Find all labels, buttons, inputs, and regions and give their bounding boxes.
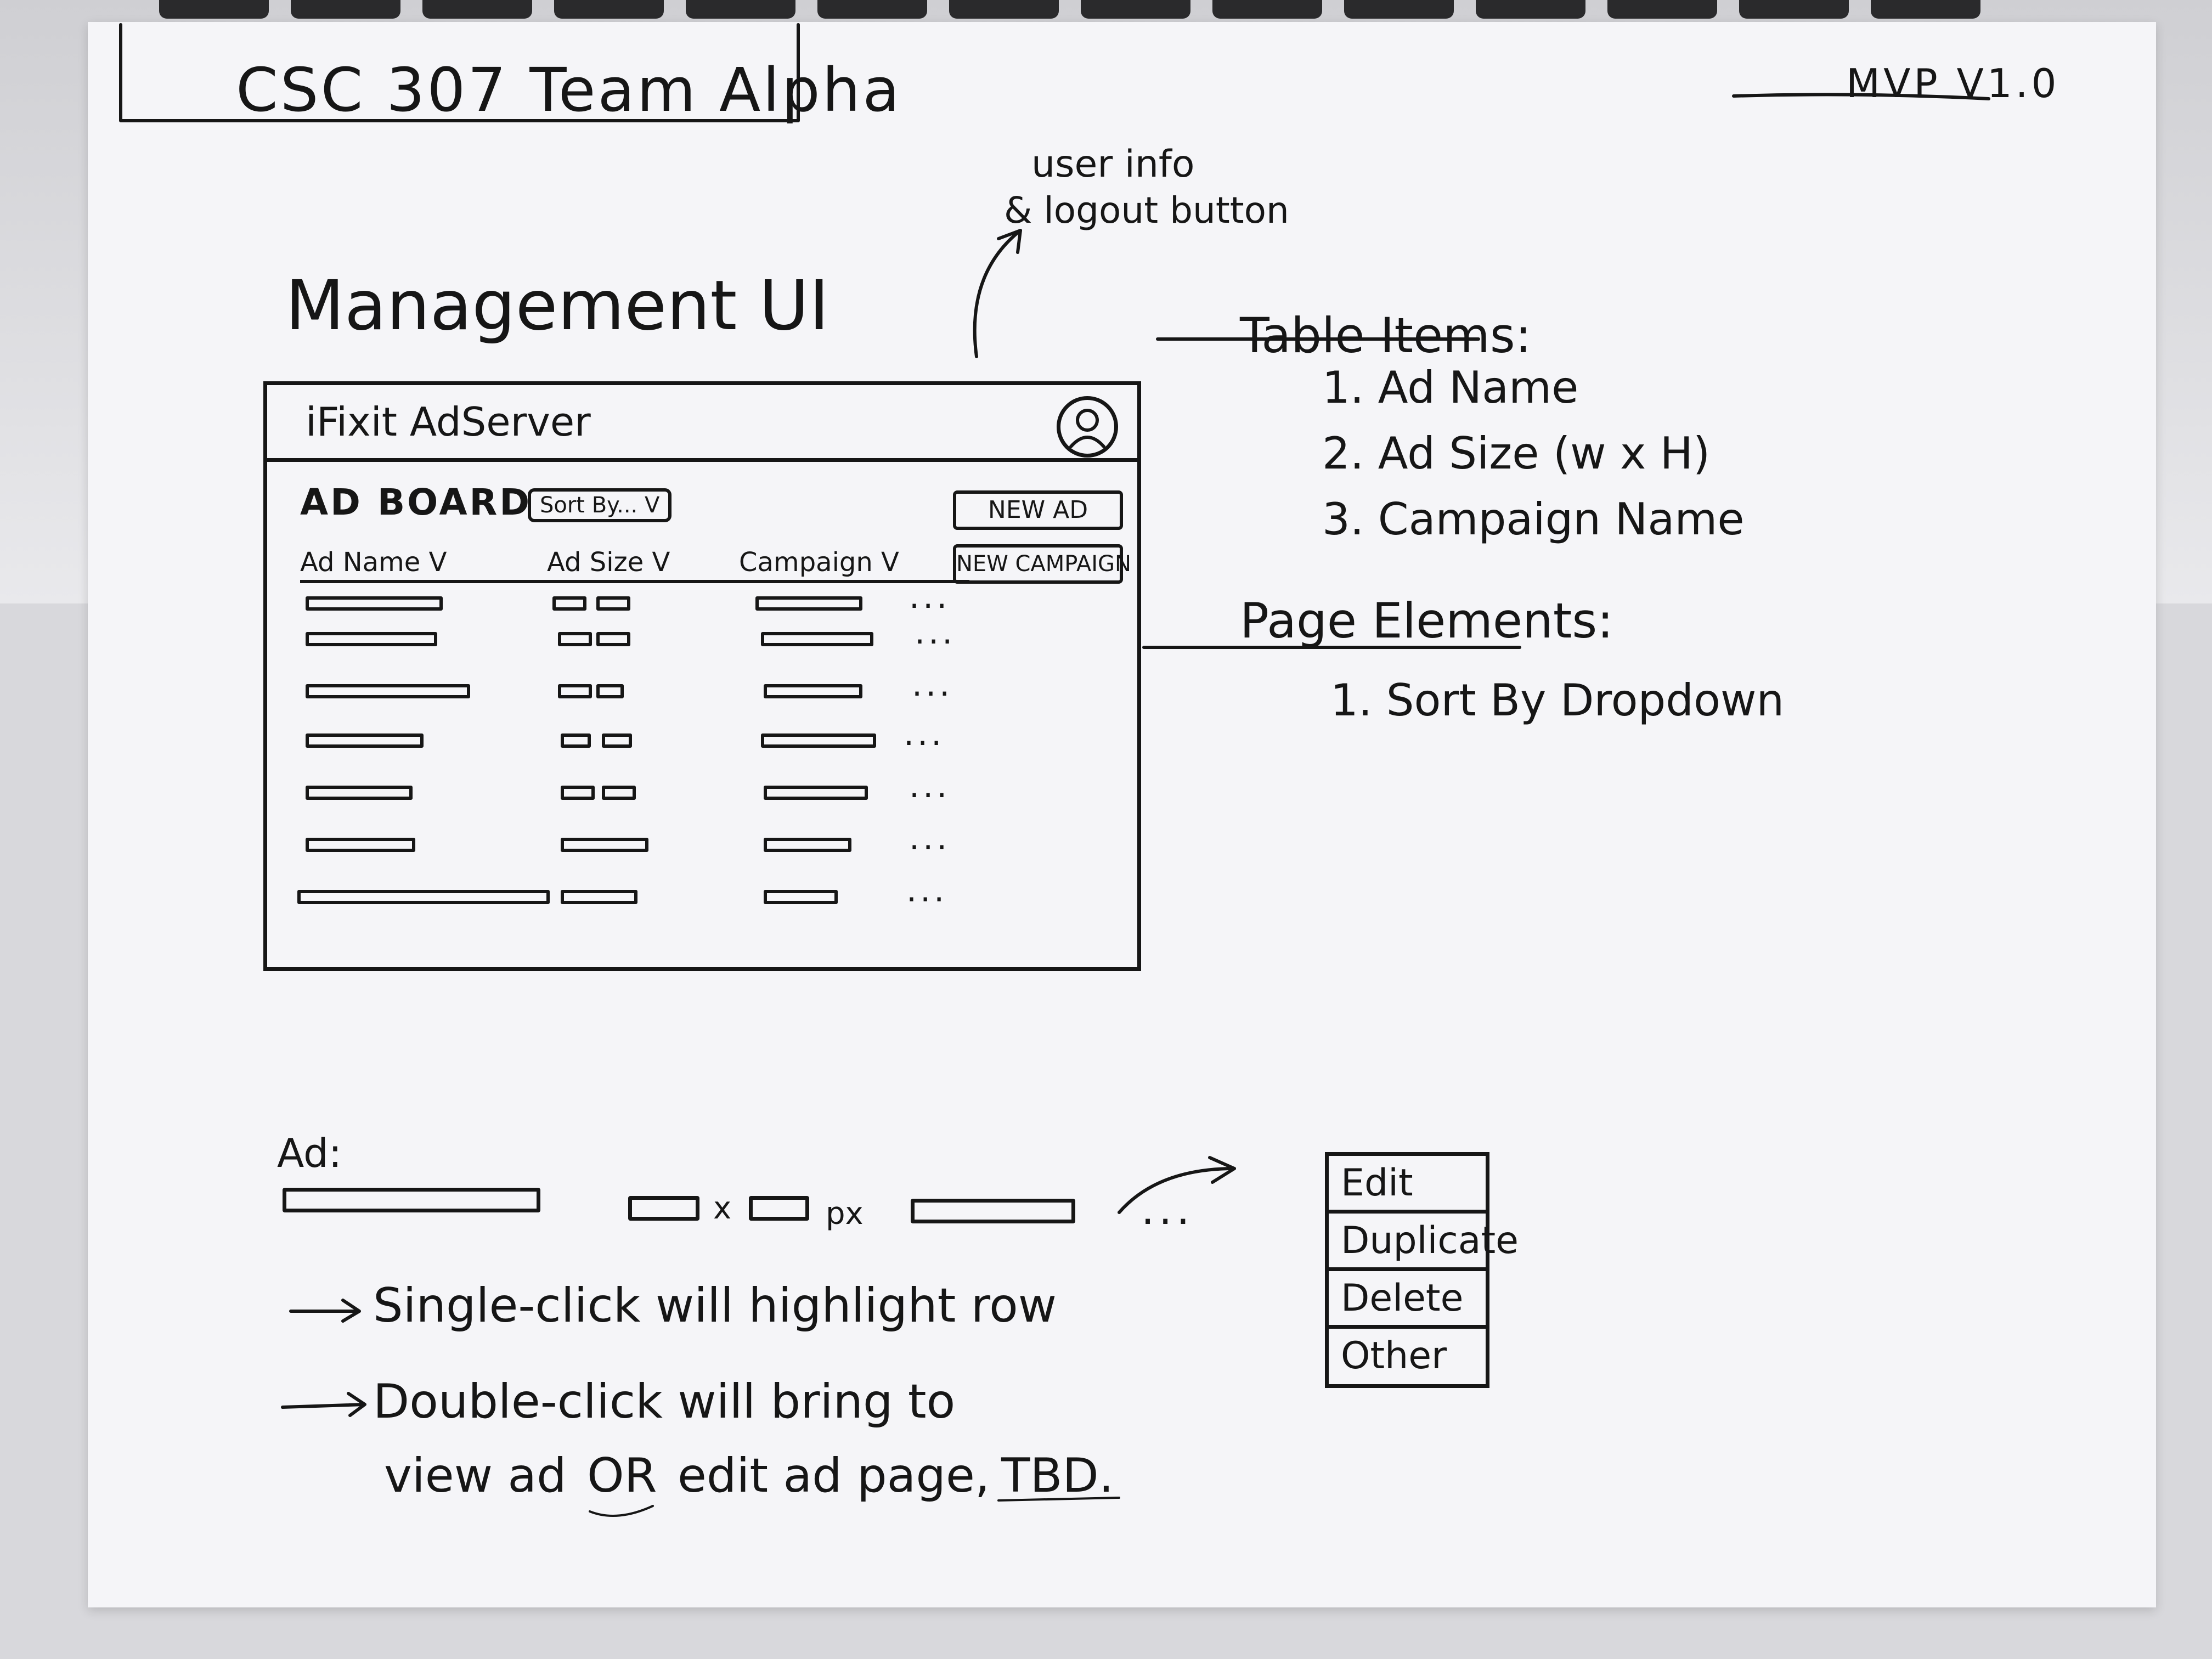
row-menu-icon[interactable]: ...: [909, 819, 951, 857]
note-double-click: Double-click will bring to: [373, 1374, 956, 1429]
user-avatar-icon[interactable]: [1057, 396, 1118, 458]
table-row[interactable]: ...: [267, 613, 1137, 665]
mockup-window: iFixit AdServer AD BOARD Sort By... V NE…: [263, 381, 1141, 971]
table-row[interactable]: ...: [267, 665, 1137, 717]
note-edit-ad-page: edit ad page,: [678, 1448, 990, 1503]
new-campaign-button[interactable]: NEW CAMPAIGN: [953, 544, 1131, 584]
ad-width-placeholder: [561, 733, 591, 748]
board-title: AD BOARD: [300, 481, 532, 523]
ad-menu-icon[interactable]: ...: [1141, 1185, 1194, 1234]
user-glyph: [1069, 409, 1105, 448]
section-title: Management UI: [285, 266, 830, 346]
column-header-ad-size[interactable]: Ad Size V: [547, 547, 670, 578]
sketch-lines: [119, 23, 1990, 1517]
sketch-paper: CSC 307 Team Alpha MVP V1.0 user info & …: [88, 22, 2156, 1607]
note-single-click: Single-click will highlight row: [373, 1278, 1057, 1333]
ad-width-placeholder: [558, 684, 592, 698]
row-menu-icon[interactable]: ...: [915, 613, 956, 652]
ad-width-field: [628, 1196, 699, 1221]
ad-height-placeholder: [596, 596, 630, 611]
annotation-logout: & logout button: [1004, 189, 1289, 232]
page-element-item: 1. Sort By Dropdown: [1330, 675, 1785, 726]
note-or: OR: [587, 1448, 657, 1503]
campaign-placeholder: [764, 684, 862, 698]
row-menu-icon[interactable]: ...: [912, 665, 953, 704]
keyboard-keys: [159, 0, 2079, 22]
ad-height-placeholder: [596, 632, 630, 646]
page-elements-heading: Page Elements:: [1240, 592, 1613, 649]
ad-height-placeholder: [596, 684, 624, 698]
ad-width-placeholder: [558, 632, 592, 646]
ad-width-placeholder: [561, 786, 595, 800]
sort-by-dropdown[interactable]: Sort By... V: [528, 488, 672, 522]
campaign-placeholder: [755, 596, 862, 611]
note-tbd: TBD.: [1001, 1448, 1114, 1503]
table-row[interactable]: ...: [267, 578, 1137, 629]
ad-detail-label: Ad:: [277, 1130, 342, 1176]
campaign-placeholder: [764, 786, 868, 800]
row-menu-icon[interactable]: ...: [906, 871, 948, 910]
px-unit: px: [826, 1196, 864, 1232]
menu-item-duplicate[interactable]: Duplicate: [1329, 1214, 1519, 1271]
ad-name-placeholder: [306, 838, 415, 852]
campaign-field: [911, 1199, 1075, 1223]
table-item: 1. Ad Name: [1322, 362, 1579, 413]
column-header-ad-name[interactable]: Ad Name V: [300, 547, 447, 578]
campaign-placeholder: [761, 632, 873, 646]
ad-name-field: [283, 1188, 540, 1212]
header-divider: [300, 580, 969, 583]
ad-size-placeholder: [561, 890, 637, 904]
row-menu-icon[interactable]: ...: [904, 715, 945, 753]
annotation-user-info: user info: [1031, 143, 1195, 186]
times-sign: x: [713, 1190, 732, 1226]
row-menu-icon[interactable]: ...: [909, 578, 951, 616]
table-row[interactable]: ...: [267, 715, 1137, 766]
column-header-campaign[interactable]: Campaign V: [739, 547, 899, 578]
app-title: iFixit AdServer: [306, 399, 591, 445]
ad-height-placeholder: [602, 733, 632, 748]
ad-name-placeholder: [297, 890, 550, 904]
ad-name-placeholder: [306, 786, 413, 800]
campaign-placeholder: [764, 890, 838, 904]
ad-size-placeholder: [561, 838, 648, 852]
table-items-heading: Table Items:: [1240, 307, 1532, 364]
menu-item-edit[interactable]: Edit: [1329, 1156, 1486, 1214]
table-item: 3. Campaign Name: [1322, 494, 1745, 545]
ad-height-field: [749, 1196, 809, 1221]
table-row[interactable]: ...: [267, 871, 1137, 923]
ad-context-menu: Edit Duplicate Delete Other: [1325, 1152, 1519, 1388]
new-ad-button[interactable]: NEW AD: [953, 490, 1123, 530]
version-label: MVP V1.0: [1846, 60, 2060, 106]
ad-name-placeholder: [306, 632, 437, 646]
ad-name-placeholder: [306, 596, 443, 611]
table-row[interactable]: ...: [267, 819, 1137, 871]
menu-item-other[interactable]: Other: [1341, 1334, 1447, 1378]
sketch-title: CSC 307 Team Alpha: [236, 55, 902, 125]
ad-name-placeholder: [306, 733, 424, 748]
campaign-placeholder: [761, 733, 876, 748]
ad-name-placeholder: [306, 684, 470, 698]
table-item: 2. Ad Size (w x H): [1322, 428, 1711, 479]
ad-height-placeholder: [602, 786, 636, 800]
row-menu-icon[interactable]: ...: [909, 767, 951, 805]
note-view-ad: view ad: [384, 1448, 567, 1503]
menu-item-delete[interactable]: Delete: [1329, 1271, 1486, 1329]
campaign-placeholder: [764, 838, 851, 852]
mockup-header: iFixit AdServer: [267, 385, 1137, 462]
table-row[interactable]: ...: [267, 767, 1137, 819]
ad-width-placeholder: [552, 596, 586, 611]
